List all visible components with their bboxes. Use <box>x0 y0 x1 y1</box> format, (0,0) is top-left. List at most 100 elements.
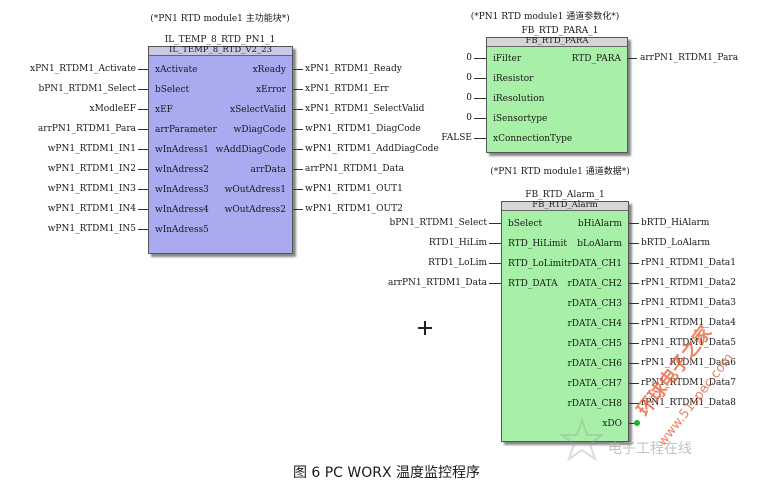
alarm-out-pin: bLoAlarm <box>577 239 622 249</box>
para-block-instance: FB_RTD_PARA_1 <box>521 26 599 36</box>
alarm-out-pin: rDATA_CH1 <box>567 259 623 269</box>
alarm-out-pin: rDATA_CH6 <box>567 359 623 369</box>
main-out-pin: xSelectValid <box>230 105 286 115</box>
alarm-block-caption: (*PN1 RTD module1 通道数据*) <box>490 167 630 177</box>
alarm-block-header: FB_RTD_Alarm <box>502 200 628 211</box>
alarm-out-pin: rDATA_CH8 <box>567 399 623 409</box>
alarm-in-var[interactable]: RTD1_HiLim <box>428 238 487 248</box>
main-in-wire <box>138 209 148 210</box>
alarm-out-var[interactable]: rPN1_RTDM1_Data7 <box>641 378 737 388</box>
main-out-wire <box>293 89 303 90</box>
main-in-pin: bSelect <box>155 85 190 95</box>
crosshair-cursor-icon <box>418 321 432 335</box>
para-in-var[interactable]: FALSE <box>441 133 472 143</box>
main-in-var[interactable]: bPN1_RTDM1_Select <box>38 84 136 94</box>
main-out-var[interactable]: wPN1_RTDM1_DiagCode <box>305 124 421 134</box>
para-in-wire <box>474 58 486 59</box>
main-out-var[interactable]: wPN1_RTDM1_AddDiagCode <box>305 144 439 154</box>
main-block-instance: IL_TEMP_8_RTD_PN1_1 <box>164 35 276 45</box>
main-in-var[interactable]: xModleEF <box>89 104 137 114</box>
alarm-in-var[interactable]: arrPN1_RTDM1_Data <box>388 278 487 288</box>
main-out-wire <box>293 189 303 190</box>
para-in-var[interactable]: 0 <box>466 53 472 63</box>
alarm-out-var[interactable]: rPN1_RTDM1_Data2 <box>641 278 737 288</box>
main-out-var[interactable]: xPN1_RTDM1_Ready <box>305 64 402 74</box>
main-in-wire <box>138 229 148 230</box>
main-out-var[interactable]: wPN1_RTDM1_OUT1 <box>305 184 403 194</box>
main-in-wire <box>138 109 148 110</box>
main-in-wire <box>138 189 148 190</box>
alarm-out-wire <box>629 383 639 384</box>
alarm-out-var[interactable]: rPN1_RTDM1_Data4 <box>641 318 737 328</box>
alarm-out-var[interactable]: rPN1_RTDM1_Data3 <box>641 298 737 308</box>
alarm-in-pin: RTD_LoLimit <box>508 259 568 269</box>
main-in-var[interactable]: wPN1_RTDM1_IN1 <box>47 144 136 154</box>
main-out-wire <box>293 69 303 70</box>
main-out-pin: xError <box>256 85 286 95</box>
main-out-wire <box>293 109 303 110</box>
alarm-out-var[interactable]: bRTD_HiAlarm <box>641 218 710 228</box>
main-in-wire <box>138 69 148 70</box>
para-in-var[interactable]: 0 <box>466 113 472 123</box>
main-in-var[interactable]: wPN1_RTDM1_IN5 <box>47 224 136 234</box>
main-in-var[interactable]: arrPN1_RTDM1_Para <box>37 124 136 134</box>
main-in-var[interactable]: xPN1_RTDM1_Activate <box>30 64 136 74</box>
main-out-pin: wDiagCode <box>233 125 286 135</box>
para-in-pin: iResistor <box>493 74 534 84</box>
para-in-var[interactable]: 0 <box>466 73 472 83</box>
alarm-out-wire <box>629 363 639 364</box>
watermark-site: 电子工程在线 <box>608 441 692 457</box>
alarm-out-pin: rDATA_CH5 <box>567 339 623 349</box>
main-out-var[interactable]: wPN1_RTDM1_OUT2 <box>305 204 403 214</box>
main-out-pin: wOutAdress1 <box>224 185 286 195</box>
alarm-block-instance: FB_RTD_Alarm_1 <box>525 190 605 200</box>
para-out-var[interactable]: arrPN1_RTDM1_Para <box>640 53 739 63</box>
para-in-wire <box>474 138 486 139</box>
para-in-pin: iSensortype <box>493 114 548 124</box>
main-in-pin: xEF <box>155 105 173 115</box>
main-out-var[interactable]: xPN1_RTDM1_Err <box>305 84 389 94</box>
alarm-in-var[interactable]: RTD1_LoLim <box>428 258 487 268</box>
main-in-wire <box>138 129 148 130</box>
main-out-wire <box>293 169 303 170</box>
main-out-pin: wOutAdress2 <box>224 205 286 215</box>
main-in-var[interactable]: wPN1_RTDM1_IN3 <box>47 184 136 194</box>
alarm-in-wire <box>489 283 501 284</box>
alarm-out-pin: bHiAlarm <box>577 219 622 229</box>
alarm-in-pin: RTD_HiLimit <box>508 239 567 249</box>
alarm-out-pin: rDATA_CH3 <box>567 299 623 309</box>
alarm-out-wire <box>629 403 639 404</box>
main-in-pin: wInAdress4 <box>155 205 209 215</box>
para-block-type: FB_RTD_PARA <box>525 36 589 46</box>
main-out-var[interactable]: xPN1_RTDM1_SelectValid <box>305 104 425 114</box>
alarm-out-wire <box>629 243 639 244</box>
alarm-out-wire <box>629 263 639 264</box>
alarm-out-wire <box>629 423 635 424</box>
alarm-out-var[interactable]: rPN1_RTDM1_Data1 <box>641 258 737 268</box>
main-out-pin: arrData <box>250 165 286 175</box>
main-out-pin: wAddDiagCode <box>215 145 286 155</box>
alarm-out-pin: rDATA_CH2 <box>567 279 623 289</box>
watermark-star-icon <box>559 416 605 462</box>
alarm-out-pin: rDATA_CH7 <box>567 379 623 389</box>
para-in-var[interactable]: 0 <box>466 93 472 103</box>
main-out-pin: xReady <box>252 65 286 75</box>
alarm-out-var[interactable]: rPN1_RTDM1_Data5 <box>641 338 737 348</box>
alarm-out-wire <box>629 283 639 284</box>
main-block-caption: (*PN1 RTD module1 主功能块*) <box>150 14 290 24</box>
alarm-out-var[interactable]: rPN1_RTDM1_Data8 <box>641 398 737 408</box>
alarm-out-wire <box>629 323 639 324</box>
main-in-var[interactable]: wPN1_RTDM1_IN4 <box>47 204 136 214</box>
para-in-pin: iFilter <box>493 54 522 64</box>
alarm-in-pin: RTD_DATA <box>508 279 558 289</box>
figure-caption: 图 6 PC WORX 温度监控程序 <box>292 465 481 481</box>
alarm-out-var[interactable]: rPN1_RTDM1_Data6 <box>641 358 737 368</box>
alarm-out-pin: rDATA_CH4 <box>567 319 623 329</box>
main-in-var[interactable]: wPN1_RTDM1_IN2 <box>47 164 136 174</box>
main-out-var[interactable]: arrPN1_RTDM1_Data <box>305 164 404 174</box>
alarm-in-var[interactable]: bPN1_RTDM1_Select <box>389 218 487 228</box>
alarm-out-var[interactable]: bRTD_LoAlarm <box>641 238 711 248</box>
